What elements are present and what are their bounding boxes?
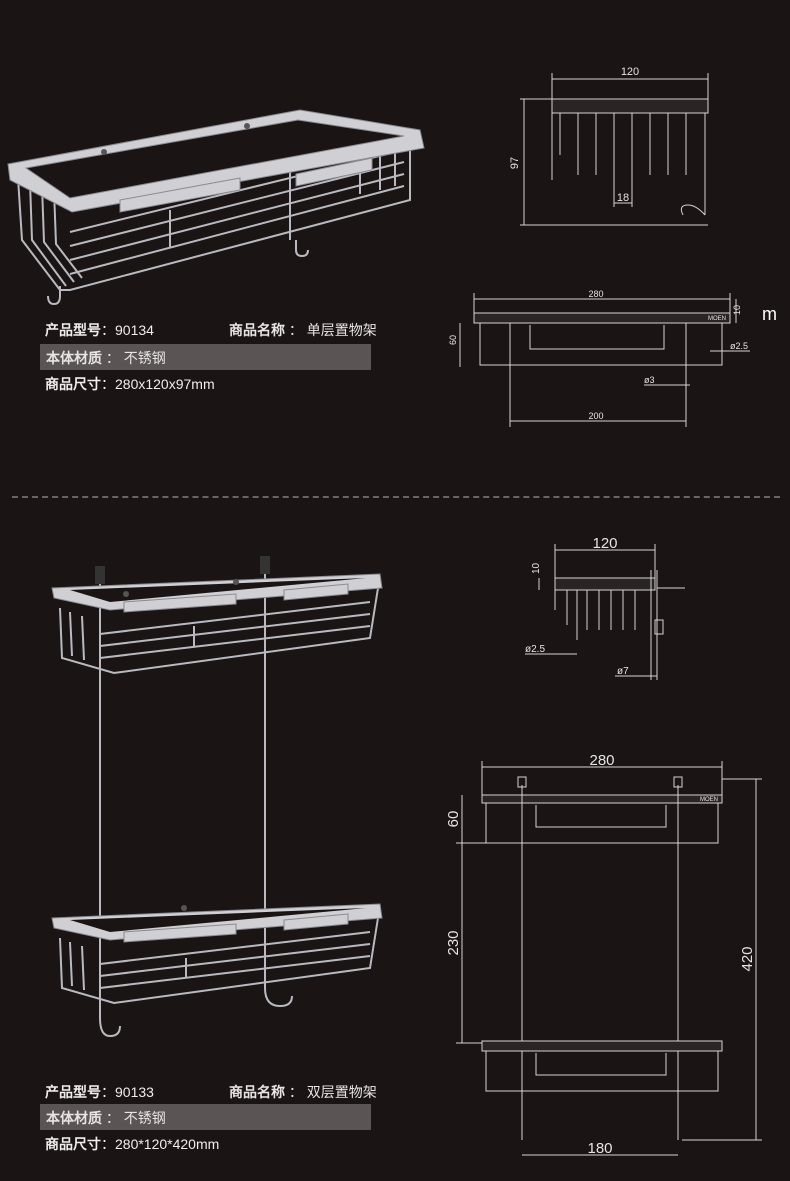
size-value: 280*120*420mm: [115, 1136, 220, 1152]
material-value: 不锈钢: [123, 1110, 166, 1126]
model-value: 90134: [115, 322, 154, 338]
dim-spacing: 18: [617, 192, 629, 204]
brand-mark: MOEN: [700, 797, 718, 803]
model-value: 90133: [115, 1084, 154, 1100]
stray-label: m: [762, 304, 777, 324]
name-value: 双层置物架: [306, 1084, 377, 1100]
size-label: 商品尺寸: [45, 376, 101, 392]
section-divider: [12, 496, 780, 498]
size-value: 280x120x97mm: [115, 376, 215, 392]
size-label: 商品尺寸: [45, 1136, 101, 1152]
product-2-material-bar: 本体材质 ： 不锈钢: [40, 1104, 371, 1130]
dim-gap: 230: [445, 930, 462, 955]
dim-total: 420: [739, 946, 756, 971]
name-label: 商品名称: [229, 322, 285, 338]
dim-width: 280: [588, 289, 603, 299]
material-label: 本体材质: [46, 350, 102, 366]
product-2-name-row: 商品名称 ： 双层置物架: [229, 1084, 377, 1100]
dim-wire: ø2.5: [525, 644, 545, 655]
dim-thickness: 10: [531, 562, 542, 574]
dim-hook-span: 200: [588, 411, 603, 421]
double-front-drawing: 280 MOEN 60 230 420 180: [445, 752, 762, 1157]
material-value: 不锈钢: [123, 350, 166, 366]
material-label: 本体材质: [46, 1110, 102, 1126]
single-side-drawing: 120 97 18: [509, 66, 709, 226]
dim-thickness: 10: [732, 305, 742, 315]
dim-width: 120: [621, 66, 639, 78]
product-2-model-row: 产品型号：90133: [45, 1084, 154, 1100]
dim-hook-span: 180: [587, 1140, 612, 1157]
dim-wire: ø2.5: [730, 341, 748, 351]
double-side-drawing: 120 10 ø2.5 ø7: [525, 535, 685, 680]
brand-mark: MOEN: [708, 316, 726, 322]
dim-height: 60: [448, 335, 458, 345]
product-1-model-row: 产品型号：90134: [45, 322, 154, 338]
product-1-size-row: 商品尺寸：280x120x97mm: [45, 376, 215, 392]
model-label: 产品型号: [45, 1084, 101, 1100]
name-label: 商品名称: [229, 1084, 285, 1100]
dim-width: 120: [592, 535, 617, 552]
product-1-name-row: 商品名称 ： 单层置物架: [229, 322, 377, 338]
dim-top-height: 60: [445, 811, 462, 828]
product-1-material-bar: 本体材质 ： 不锈钢: [40, 344, 371, 370]
dim-height: 97: [509, 157, 521, 169]
dim-width: 280: [589, 752, 614, 769]
double-rack-photo: [51, 556, 383, 1038]
name-value: 单层置物架: [306, 322, 377, 338]
single-rack-photo: [7, 109, 425, 306]
dim-post: ø7: [617, 666, 629, 677]
single-front-drawing: 280 MOEN 10 60 ø2.5 ø3 200: [448, 289, 750, 427]
model-label: 产品型号: [45, 322, 101, 338]
dim-rod: ø3: [644, 375, 655, 385]
product-2-size-row: 商品尺寸：280*120*420mm: [45, 1136, 220, 1152]
